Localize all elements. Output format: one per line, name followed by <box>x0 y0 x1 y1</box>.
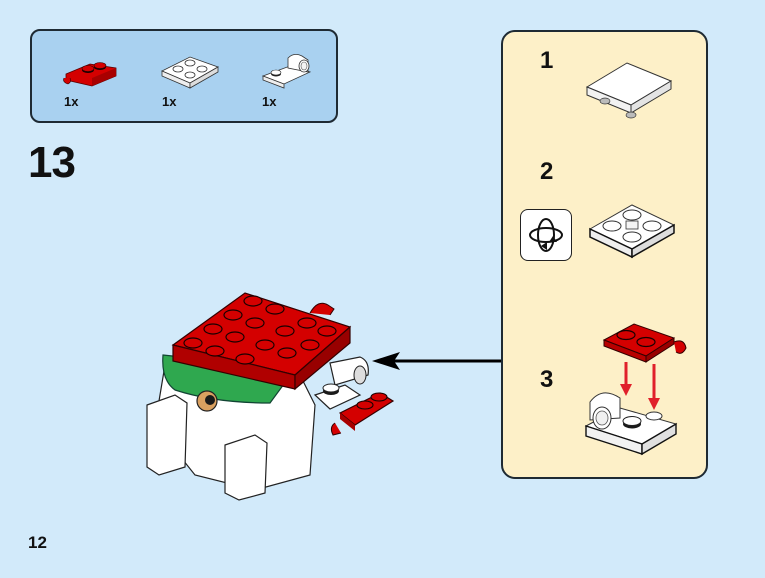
part-3-quantity: 1x <box>262 94 277 109</box>
rotate-model-button <box>520 209 572 261</box>
rotate-model-icon <box>529 218 563 252</box>
step-number: 13 <box>28 138 76 187</box>
sub-step-2-plate-inverted <box>588 204 676 259</box>
sub-step-1-number: 1 <box>540 47 554 74</box>
sub-step-3-number: 3 <box>540 366 554 393</box>
sub-step-2-number: 2 <box>540 158 554 185</box>
page-number: 12 <box>28 533 47 552</box>
main-model-illustration <box>146 292 395 501</box>
sub-step-3-assembly <box>584 323 687 456</box>
part-white-plate-pin-hole <box>261 54 312 89</box>
part-2-quantity: 1x <box>162 94 177 109</box>
part-red-plate-clip <box>63 62 117 87</box>
placement-arrow <box>372 352 504 370</box>
part-white-plate-2x2 <box>161 56 219 89</box>
sub-step-1-plate <box>585 62 673 119</box>
part-1-quantity: 1x <box>64 94 79 109</box>
